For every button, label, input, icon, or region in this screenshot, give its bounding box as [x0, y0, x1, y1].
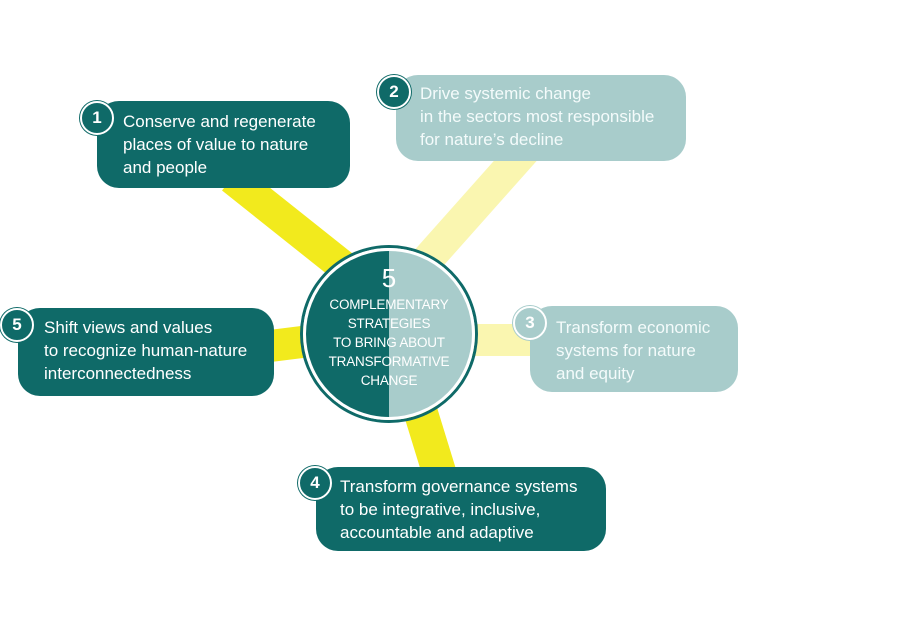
strategy-2-number-badge: 2 [377, 75, 411, 109]
strategy-1-box: Conserve and regenerate places of value … [97, 101, 350, 188]
strategy-4-text: Transform governance systems to be integ… [340, 477, 578, 542]
connector-strategy-4 [403, 405, 457, 480]
strategy-2-box: Drive systemic change in the sectors mos… [396, 75, 686, 161]
connector-strategy-2 [408, 139, 537, 279]
hub-number: 5 [381, 263, 397, 293]
strategy-3-number-badge: 3 [513, 306, 547, 340]
connector-strategy-1 [222, 165, 355, 281]
strategy-5-number-badge: 5 [0, 308, 34, 342]
strategy-3-box: Transform economic systems for nature an… [530, 306, 738, 392]
strategy-5-box: Shift views and values to recognize huma… [18, 308, 274, 396]
strategy-1-number-badge: 1 [80, 101, 114, 135]
strategy-1-text: Conserve and regenerate places of value … [123, 112, 316, 177]
hub-title: COMPLEMENTARY STRATEGIES TO BRING ABOUT … [328, 297, 450, 388]
central-hub-circle: 5 COMPLEMENTARY STRATEGIES TO BRING ABOU… [303, 248, 475, 420]
strategy-4-box: Transform governance systems to be integ… [316, 467, 606, 551]
strategy-3-text: Transform economic systems for nature an… [556, 318, 711, 383]
strategy-4-number-badge: 4 [298, 466, 332, 500]
strategy-5-text: Shift views and values to recognize huma… [44, 318, 248, 383]
strategy-2-text: Drive systemic change in the sectors mos… [420, 84, 655, 149]
